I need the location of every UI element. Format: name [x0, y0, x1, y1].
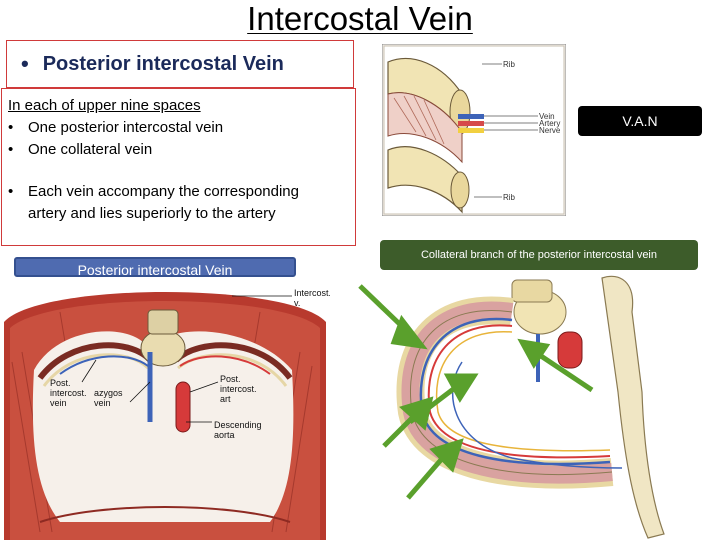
intercost-v-label-2: v.: [294, 298, 300, 308]
descending-aorta-label-1: Descending: [214, 420, 262, 430]
post-intercost-art-label-1: Post.: [220, 374, 241, 384]
van-label-box: V.A.N: [578, 106, 702, 136]
post-intercost-art-label-2: intercost.: [220, 384, 257, 394]
bullet-icon: •: [8, 119, 14, 136]
azygos-vein-label-1: azygos: [94, 388, 123, 398]
collateral-branch-label: Collateral branch of the posterior inter…: [380, 240, 698, 270]
list-item-text: One posterior intercostal vein: [28, 119, 224, 136]
list-item: • Each vein accompany the corresponding: [8, 181, 299, 203]
info-box: In each of upper nine spaces • One poste…: [1, 88, 356, 246]
bullet-icon: •: [21, 51, 29, 76]
bullet-icon: •: [8, 183, 14, 200]
list-item-text: artery and lies superiorly to the artery: [28, 205, 276, 222]
intercost-v-label-1: Intercost.: [294, 288, 330, 298]
list-item-text: Each vein accompany the corresponding: [28, 183, 299, 200]
artery-label: Artery: [539, 119, 560, 128]
descending-aorta-label-2: aorta: [214, 430, 235, 440]
green-arrow-icon: [358, 284, 594, 500]
rib-top-label: Rib: [503, 60, 516, 69]
list-item: • One collateral vein: [8, 139, 152, 161]
bullet-icon: •: [8, 141, 14, 158]
rib-collateral-branch-figure: [352, 272, 720, 540]
post-intercost-vein-label-1: Post.: [50, 378, 71, 388]
post-intercost-vein-label-3: vein: [50, 398, 67, 408]
vein-label: Vein: [539, 112, 555, 121]
list-item: • One posterior intercostal vein: [8, 117, 223, 139]
post-intercost-art-label-3: art: [220, 394, 231, 404]
intercostal-space-diagram: Rib Vein Artery Nerve Rib: [382, 44, 566, 216]
post-intercost-vein-label-2: intercost.: [50, 388, 87, 398]
page-title: Intercostal Vein: [247, 0, 473, 37]
subtitle: Posterior intercostal Vein: [42, 52, 284, 75]
subtitle-box: • Posterior intercostal Vein: [6, 40, 354, 88]
thoracic-cross-section-figure: Intercost. v. Post. intercost. vein azyg…: [0, 282, 330, 540]
nerve-label: Nerve: [539, 126, 561, 135]
rib-bottom-label: Rib: [503, 193, 516, 202]
azygos-vein-label-2: vein: [94, 398, 111, 408]
posterior-intercostal-vein-label: Posterior intercostal Vein: [14, 257, 296, 278]
list-item-text: One collateral vein: [28, 141, 153, 158]
list-item-continuation: artery and lies superiorly to the artery: [28, 203, 276, 225]
info-heading: In each of upper nine spaces: [8, 97, 201, 114]
